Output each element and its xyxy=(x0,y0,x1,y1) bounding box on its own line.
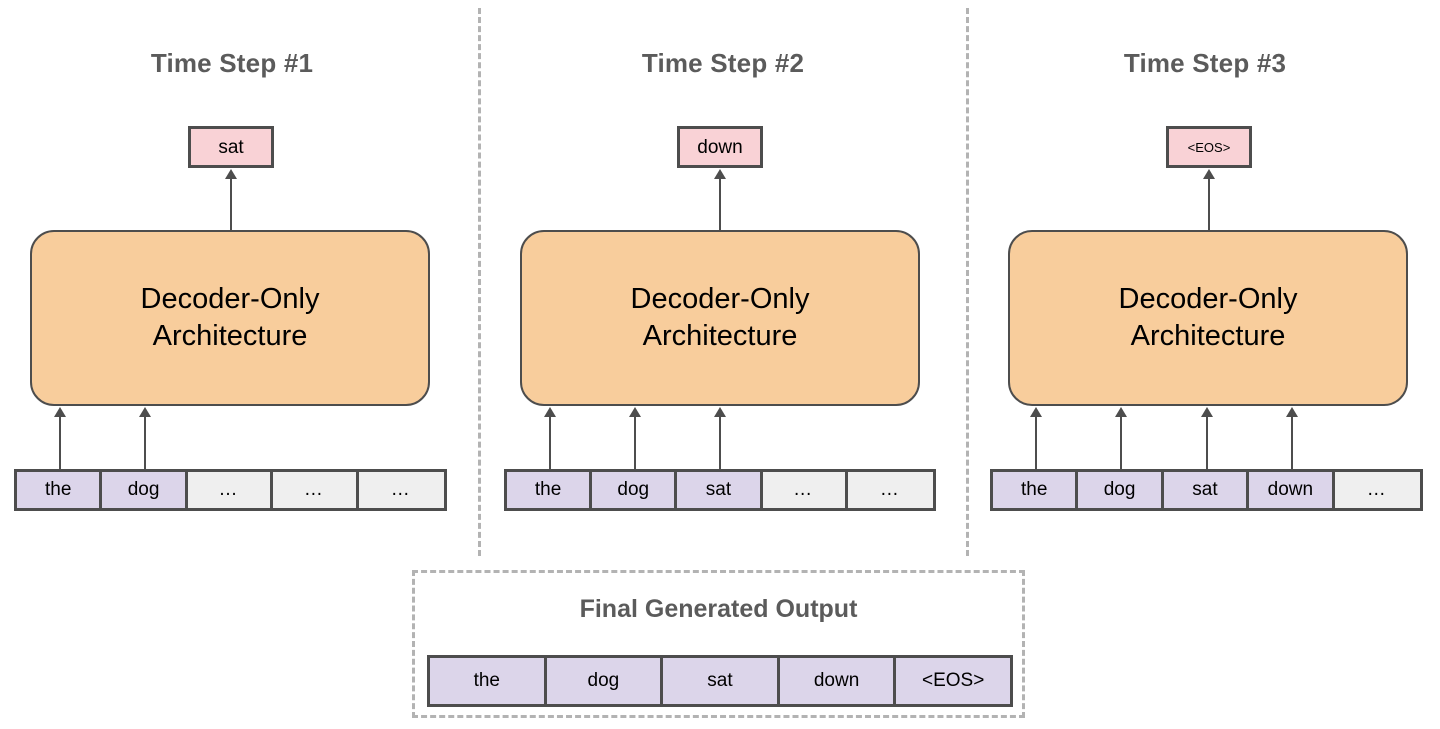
decoder-label-line-2: Architecture xyxy=(152,320,308,352)
predicted-token-box: down xyxy=(677,126,763,168)
input-token-label: … xyxy=(218,479,240,500)
input-token-placeholder-cell: … xyxy=(1334,472,1420,508)
final-output-token-cell: down xyxy=(779,658,897,704)
decoder-to-output-arrow xyxy=(225,169,237,230)
column-divider-1 xyxy=(478,8,481,556)
input-token-label: the xyxy=(534,479,562,500)
input-token-label: … xyxy=(1366,479,1388,500)
decoder-label-line-1: Decoder-Only xyxy=(630,282,810,315)
input-token-cell: sat xyxy=(677,472,763,508)
token-to-decoder-arrow xyxy=(1285,407,1298,469)
token-to-decoder-arrow xyxy=(1200,407,1213,469)
input-token-label: dog xyxy=(1103,479,1136,500)
token-to-decoder-arrow xyxy=(714,407,726,469)
input-token-cell: dog xyxy=(1078,472,1164,508)
final-output-token-row: the dog sat down <EOS> xyxy=(427,655,1013,707)
decoder-label-line-1: Decoder-Only xyxy=(1118,282,1298,315)
token-to-decoder-arrow xyxy=(628,407,641,469)
predicted-token-box: sat xyxy=(188,126,274,168)
final-output-token-cell: <EOS> xyxy=(896,658,1010,704)
token-to-decoder-arrow xyxy=(1029,407,1042,469)
decoder-to-output-arrow xyxy=(1203,169,1215,230)
input-token-label: dog xyxy=(617,479,650,500)
input-token-cell: the xyxy=(993,472,1079,508)
token-to-decoder-arrow xyxy=(1115,407,1128,469)
decoder-label-line-2: Architecture xyxy=(1130,320,1286,352)
input-token-row: the dog sat down … xyxy=(990,469,1423,511)
decoder-label-line-1: Decoder-Only xyxy=(140,282,320,315)
input-token-label: … xyxy=(879,479,901,500)
input-token-placeholder-cell: … xyxy=(187,472,274,508)
input-token-row: the dog sat … … xyxy=(504,469,936,511)
token-to-decoder-arrow xyxy=(139,407,152,469)
final-output-token-cell: sat xyxy=(663,658,780,704)
token-to-decoder-arrow xyxy=(53,407,66,469)
time-step-title: Time Step #1 xyxy=(150,48,314,78)
token-to-decoder-arrow xyxy=(543,407,556,469)
final-generated-output-panel: Final Generated Output the dog sat down <EOS> xyxy=(412,570,1025,718)
input-token-label: dog xyxy=(127,479,160,500)
input-token-cell: the xyxy=(507,472,593,508)
final-output-token-cell: the xyxy=(430,658,547,704)
predicted-token-box: <EOS> xyxy=(1166,126,1252,168)
input-token-cell: sat xyxy=(1163,472,1250,508)
input-token-cell: the xyxy=(17,472,103,508)
decoder-to-output-arrow xyxy=(714,169,726,230)
input-token-row: the dog … … … xyxy=(14,469,447,511)
input-token-label: the xyxy=(1020,479,1048,500)
input-token-cell: dog xyxy=(592,472,678,508)
column-divider-2 xyxy=(966,8,969,556)
final-output-token-cell: dog xyxy=(546,658,664,704)
input-token-cell: dog xyxy=(102,472,188,508)
final-output-token-label: sat xyxy=(707,670,733,691)
input-token-placeholder-cell: … xyxy=(273,472,359,508)
final-output-token-label: the xyxy=(473,670,500,691)
input-token-label: sat xyxy=(1192,479,1218,500)
input-token-label: sat xyxy=(705,479,732,500)
final-output-title: Final Generated Output xyxy=(579,595,858,623)
input-token-label: the xyxy=(44,479,72,500)
input-token-placeholder-cell: … xyxy=(847,472,933,508)
final-output-token-label: down xyxy=(813,670,860,691)
time-step-title: Time Step #2 xyxy=(641,48,805,78)
input-token-placeholder-cell: … xyxy=(762,472,848,508)
decoder-label-line-2: Architecture xyxy=(642,320,798,352)
input-token-placeholder-cell: … xyxy=(358,472,444,508)
final-output-token-label: dog xyxy=(587,670,620,691)
time-step-title: Time Step #3 xyxy=(1123,48,1287,78)
input-token-label: … xyxy=(390,479,412,500)
input-token-label: … xyxy=(303,479,325,500)
final-output-token-label: <EOS> xyxy=(922,670,985,691)
input-token-label: down xyxy=(1267,479,1314,500)
input-token-label: … xyxy=(793,479,815,500)
input-token-cell: down xyxy=(1249,472,1335,508)
